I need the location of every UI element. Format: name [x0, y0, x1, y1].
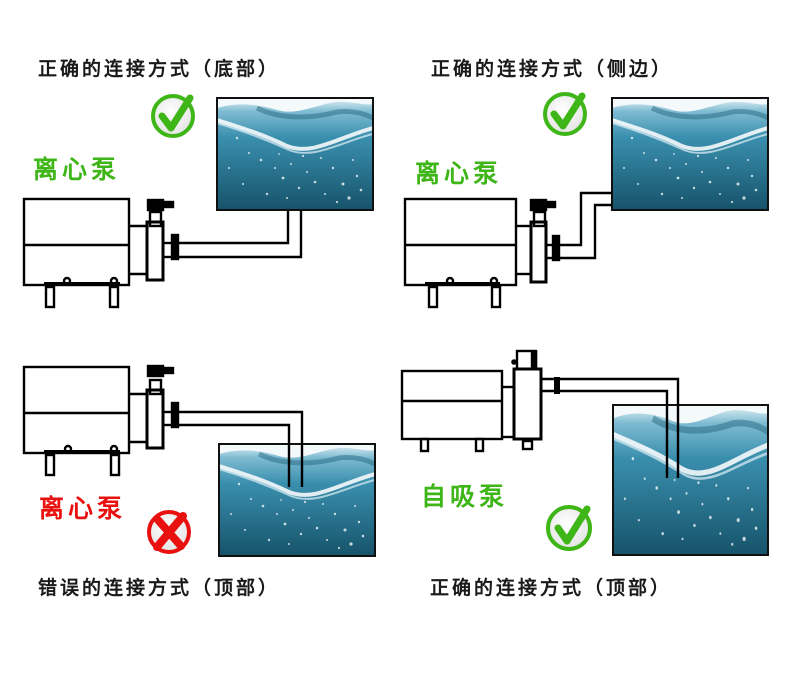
- motor-body: [403, 197, 518, 287]
- x-circle-icon: [147, 510, 191, 554]
- caption-top-left: 正确的连接方式（底部）: [38, 58, 281, 80]
- pump-foot: [44, 285, 56, 309]
- pump-foot: [109, 453, 121, 477]
- pump-foot: [419, 437, 430, 453]
- motor-body: [22, 365, 131, 455]
- water-tank: [218, 443, 376, 557]
- pump-foot: [427, 285, 439, 309]
- motor-body: [22, 197, 131, 287]
- pump-label-bottom-right: 自吸泵: [421, 482, 509, 511]
- pipe-top-connection: [541, 377, 680, 478]
- centrifugal-pump: [403, 197, 561, 309]
- motor-body: [400, 369, 504, 441]
- water-tank: [216, 97, 374, 211]
- pump-foot: [474, 437, 485, 453]
- water-tank: [611, 97, 769, 211]
- pump-label-top-right: 离心泵: [415, 159, 503, 188]
- pipe-side-connection: [546, 191, 612, 260]
- caption-bottom-right: 正确的连接方式（顶部）: [430, 577, 673, 599]
- panel-top-left: [22, 94, 374, 309]
- caption-top-right: 正确的连接方式（侧边）: [431, 58, 674, 80]
- pump-casing: [529, 220, 548, 284]
- pump-foot: [108, 285, 120, 309]
- panel-bottom-left: [22, 364, 376, 557]
- panel-top-right: [403, 92, 769, 309]
- centrifugal-pump: [22, 364, 180, 477]
- check-circle-icon: [151, 94, 195, 138]
- pump-casing: [145, 388, 165, 450]
- self-priming-pump: [400, 349, 543, 453]
- pump-casing: [145, 220, 165, 282]
- pipe-bottom-connection: [163, 210, 303, 259]
- centrifugal-pump: [22, 197, 180, 309]
- check-circle-icon: [546, 505, 592, 551]
- pump-label-bottom-left: 离心泵: [39, 494, 127, 523]
- pump-label-top-left: 离心泵: [33, 155, 121, 184]
- pump-foot: [490, 285, 502, 309]
- pump-foot: [44, 453, 56, 477]
- water-tank: [612, 404, 769, 556]
- panel-bottom-right: [400, 349, 769, 556]
- pipe-top-connection: [163, 410, 304, 487]
- pump-casing: [512, 367, 543, 441]
- caption-bottom-left: 错误的连接方式（顶部）: [38, 577, 281, 599]
- check-circle-icon: [543, 92, 587, 136]
